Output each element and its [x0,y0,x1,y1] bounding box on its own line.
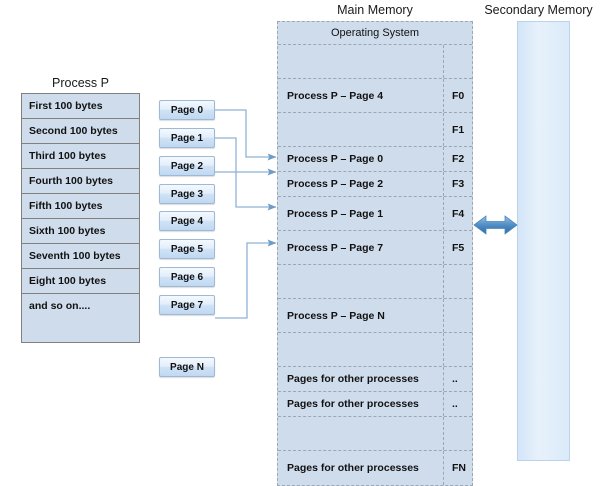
frame-number [444,417,472,450]
page-box-2[interactable]: Page 2 [159,156,215,176]
page-box-7[interactable]: Page 7 [159,295,215,315]
table-row [278,45,472,79]
page-box-4[interactable]: Page 4 [159,211,215,231]
table-row: Process P – Page 2 F3 [278,172,472,197]
frame-number: FN [452,462,466,474]
frame-number: F0 [452,89,465,102]
page-box-6[interactable]: Page 6 [159,267,215,287]
process-p-title: Process P [52,76,109,90]
frame-contents: Pages for other processes [278,392,444,416]
table-row: Process P – Page 7 F5 [278,231,472,265]
frame-number [444,45,472,78]
process-row: Fourth 100 bytes [22,169,139,194]
process-row: Second 100 bytes [22,119,139,144]
frame-contents: Process P – Page 0 [278,147,444,171]
process-p-block: First 100 bytes Second 100 bytes Third 1… [21,93,140,343]
process-row: Fifth 100 bytes [22,194,139,219]
frame-number [444,299,472,332]
secondary-memory-block [517,21,570,461]
frame-contents: Pages for other processes [278,367,444,391]
frame-number: F5 [452,241,465,254]
frame-number: F1 [452,123,465,136]
frame-contents: Process P – Page N [278,299,444,332]
operating-system-label: Operating System [330,27,420,39]
main-memory-block: Operating System Process P – Page 4 F0 F… [277,21,473,486]
frame-number: .. [452,398,458,410]
main-memory-os-row: Operating System [278,22,472,45]
frame-number [444,265,472,298]
table-row: Pages for other processes FN [278,451,472,485]
connector-page7 [215,239,277,319]
diagram-canvas: Process P Main Memory Secondary Memory F… [21,3,593,486]
double-headed-arrow-icon [473,215,518,235]
connector-page1 [215,137,277,211]
frame-number: F2 [452,153,465,165]
connector-page0 [215,109,277,161]
frame-contents [278,113,444,146]
process-row: Seventh 100 bytes [22,244,139,269]
process-row: Third 100 bytes [22,144,139,169]
page-box-1[interactable]: Page 1 [159,128,215,148]
frame-contents: Process P – Page 2 [278,172,444,196]
table-row: Process P – Page N [278,299,472,333]
process-row: Sixth 100 bytes [22,219,139,244]
frame-contents: Process P – Page 7 [278,231,444,264]
table-row: Pages for other processes .. [278,392,472,417]
frame-contents [278,417,444,450]
process-row: Eight 100 bytes [22,269,139,294]
frame-contents [278,45,444,78]
page-box-5[interactable]: Page 5 [159,239,215,259]
page-box-0[interactable]: Page 0 [159,100,215,120]
frame-contents: Process P – Page 1 [278,197,444,230]
frame-contents: Pages for other processes [278,451,444,485]
table-row [278,265,472,299]
frame-number: .. [452,373,458,385]
frame-number [444,333,472,366]
frame-contents [278,333,444,366]
process-row: First 100 bytes [22,94,139,119]
table-row: Pages for other processes .. [278,367,472,392]
page-box-n[interactable]: Page N [159,357,215,377]
frame-contents [278,265,444,298]
table-row: Process P – Page 1 F4 [278,197,472,231]
table-row: F1 [278,113,472,147]
frame-number: F3 [452,178,465,190]
process-row: and so on.... [22,294,139,342]
page-box-3[interactable]: Page 3 [159,184,215,204]
table-row: Process P – Page 0 F2 [278,147,472,172]
frame-number: F4 [452,207,465,220]
secondary-memory-title: Secondary Memory [484,3,593,17]
frame-contents: Process P – Page 4 [278,79,444,112]
table-row [278,333,472,367]
table-row: Process P – Page 4 F0 [278,79,472,113]
main-memory-title: Main Memory [337,3,413,17]
table-row [278,417,472,451]
